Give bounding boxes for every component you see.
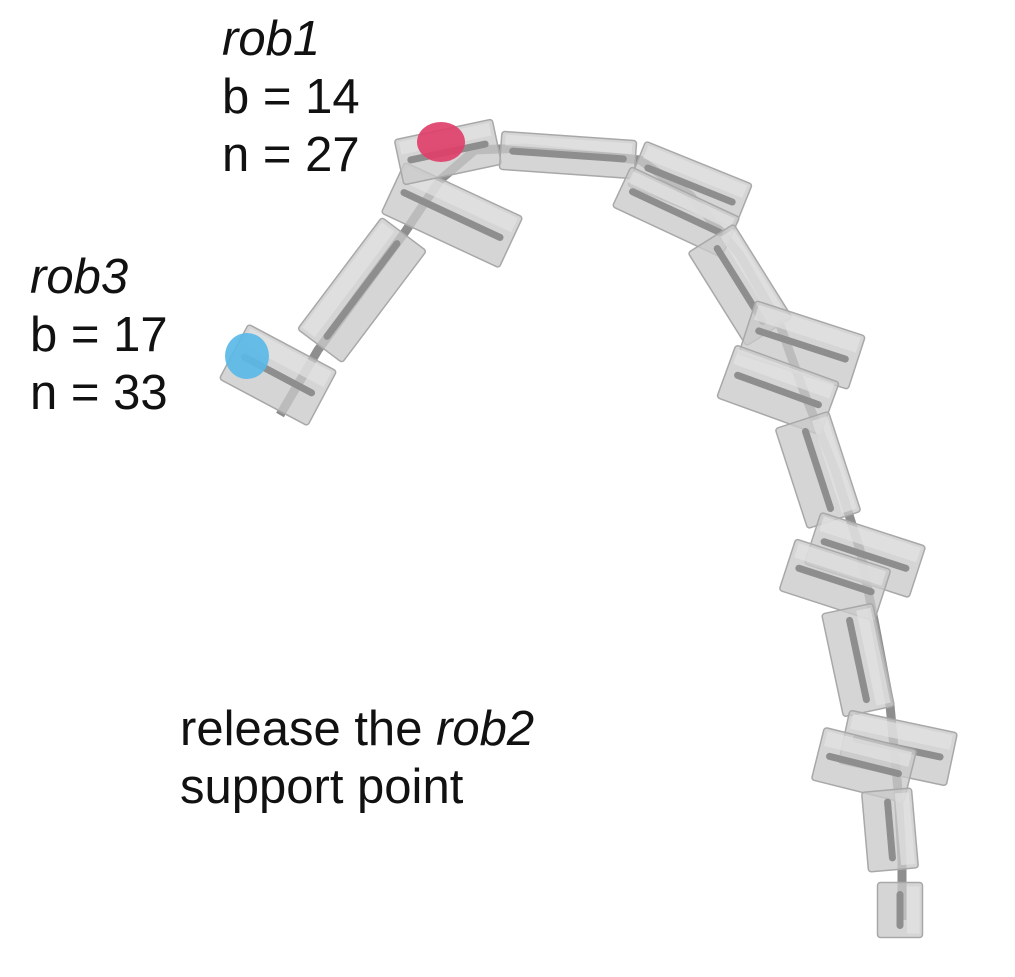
module-inner-bar [795, 564, 875, 596]
rob3-label: rob3 b = 17 n = 33 [30, 248, 168, 422]
caption-prefix: release the [180, 702, 437, 756]
module-inner-bar [323, 240, 401, 340]
rob1-b-value: b = 14 [222, 70, 360, 124]
rob1-label: rob1 b = 14 n = 27 [222, 10, 360, 184]
module-top-face [302, 222, 395, 338]
module-top-face [811, 416, 857, 514]
caption-line-2: support point [180, 760, 464, 814]
module-inner-bar [884, 798, 896, 862]
rob3-b-value: b = 17 [30, 308, 168, 362]
chain-module [861, 787, 919, 873]
module-inner-bar [755, 327, 849, 363]
module-top-face [793, 542, 887, 586]
rob1-support-marker [417, 122, 465, 162]
module-inner-bar [400, 189, 504, 241]
module-top-face [906, 886, 920, 934]
module-inner-bar [846, 616, 870, 704]
module-inner-bar [628, 188, 724, 236]
module-inner-bar [644, 164, 736, 206]
module-top-face [849, 713, 953, 750]
markers [225, 122, 465, 379]
chain-module [779, 538, 891, 622]
caption-line-1: release the rob2 [180, 700, 534, 758]
rob3-name: rob3 [30, 250, 129, 304]
chain-module [775, 411, 861, 529]
chain-module [804, 512, 926, 598]
chain-module [738, 300, 866, 390]
module-top-face [856, 607, 891, 706]
module-top-face [643, 145, 748, 199]
module-inner-bar [801, 427, 835, 513]
module-top-face [894, 792, 916, 866]
module-top-face [819, 516, 921, 563]
module-top-face [823, 731, 913, 767]
module-inner-bar [826, 752, 902, 778]
module-top-face [733, 349, 835, 399]
chain-module [297, 217, 427, 363]
chain-module [612, 166, 740, 258]
chain-module [716, 344, 840, 436]
chain-module [381, 162, 523, 268]
rob1-n-value: n = 27 [222, 128, 360, 182]
module-inner-bar [509, 147, 627, 163]
rob1-name: rob1 [222, 12, 321, 66]
module-top-face [628, 171, 735, 230]
chain-module [811, 727, 917, 803]
chain-module [498, 130, 638, 180]
rob3-n-value: n = 33 [30, 366, 168, 420]
module-top-face [720, 229, 788, 324]
caption: release the rob2 support point [180, 700, 534, 816]
rob3-support-marker [225, 333, 269, 379]
chain-module [821, 603, 895, 717]
modules [219, 118, 958, 939]
module-inner-bar [734, 371, 822, 409]
chain-module [876, 881, 924, 939]
module-top-face [753, 304, 861, 353]
module-inner-bar [820, 538, 910, 572]
caption-rob2-name: rob2 [436, 702, 535, 756]
module-top-face [400, 166, 518, 233]
module-top-face [505, 134, 633, 155]
